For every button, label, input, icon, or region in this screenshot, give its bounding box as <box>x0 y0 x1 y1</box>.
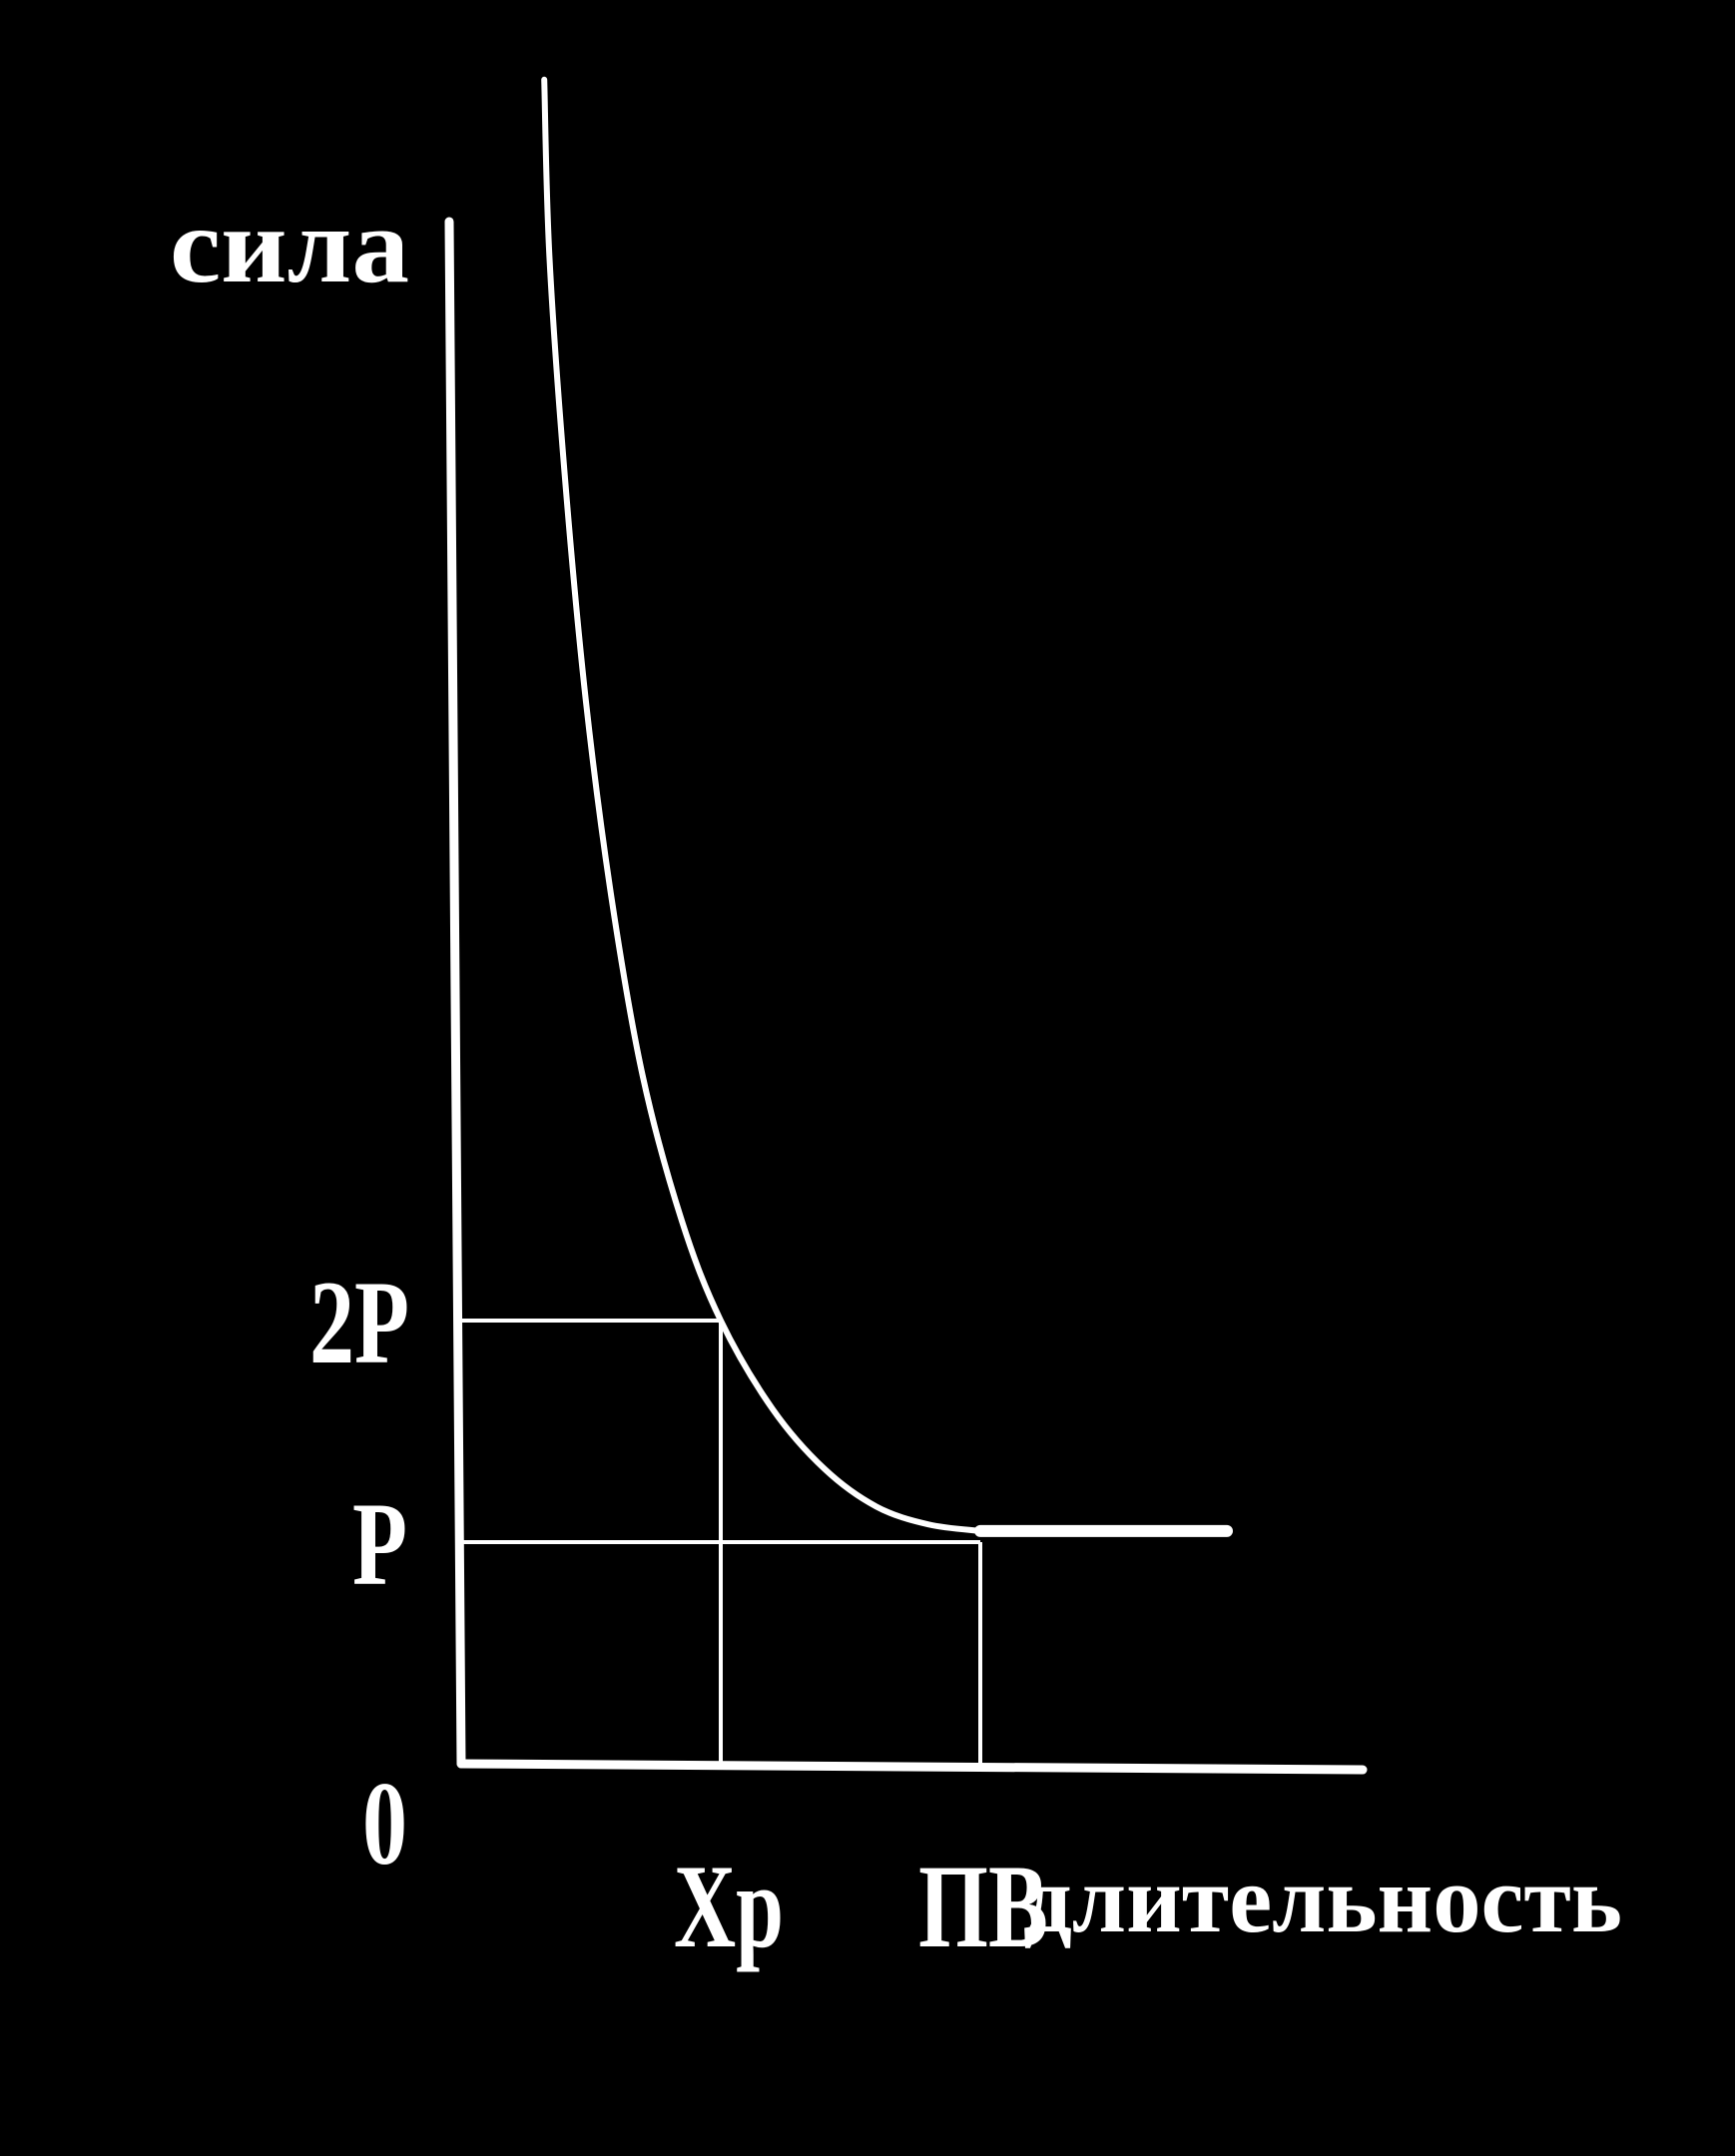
x-axis-label: длительность <box>1023 1846 1622 1952</box>
y-tick-label-1: P <box>352 1477 407 1610</box>
x-tick-label-0: Xp <box>674 1840 784 1972</box>
axes <box>444 217 1368 1775</box>
x-axis-line <box>456 1759 1368 1775</box>
x-tick-label-1: ПВ <box>918 1840 1048 1972</box>
series-curve <box>541 76 983 1534</box>
y-axis-label: сила <box>170 187 409 305</box>
x-tick-labels: Xp ПВ <box>674 1840 1048 1972</box>
y-tick-labels: 0 P 2P <box>309 1256 409 1889</box>
y-axis-line <box>444 217 466 1769</box>
guide-lines <box>461 1319 982 1764</box>
y-tick-label-0: 0 <box>362 1757 407 1889</box>
y-tick-label-2: 2P <box>309 1256 409 1388</box>
labels-layer: сила длительность <box>170 187 1622 1952</box>
series-layer <box>541 76 1233 1537</box>
